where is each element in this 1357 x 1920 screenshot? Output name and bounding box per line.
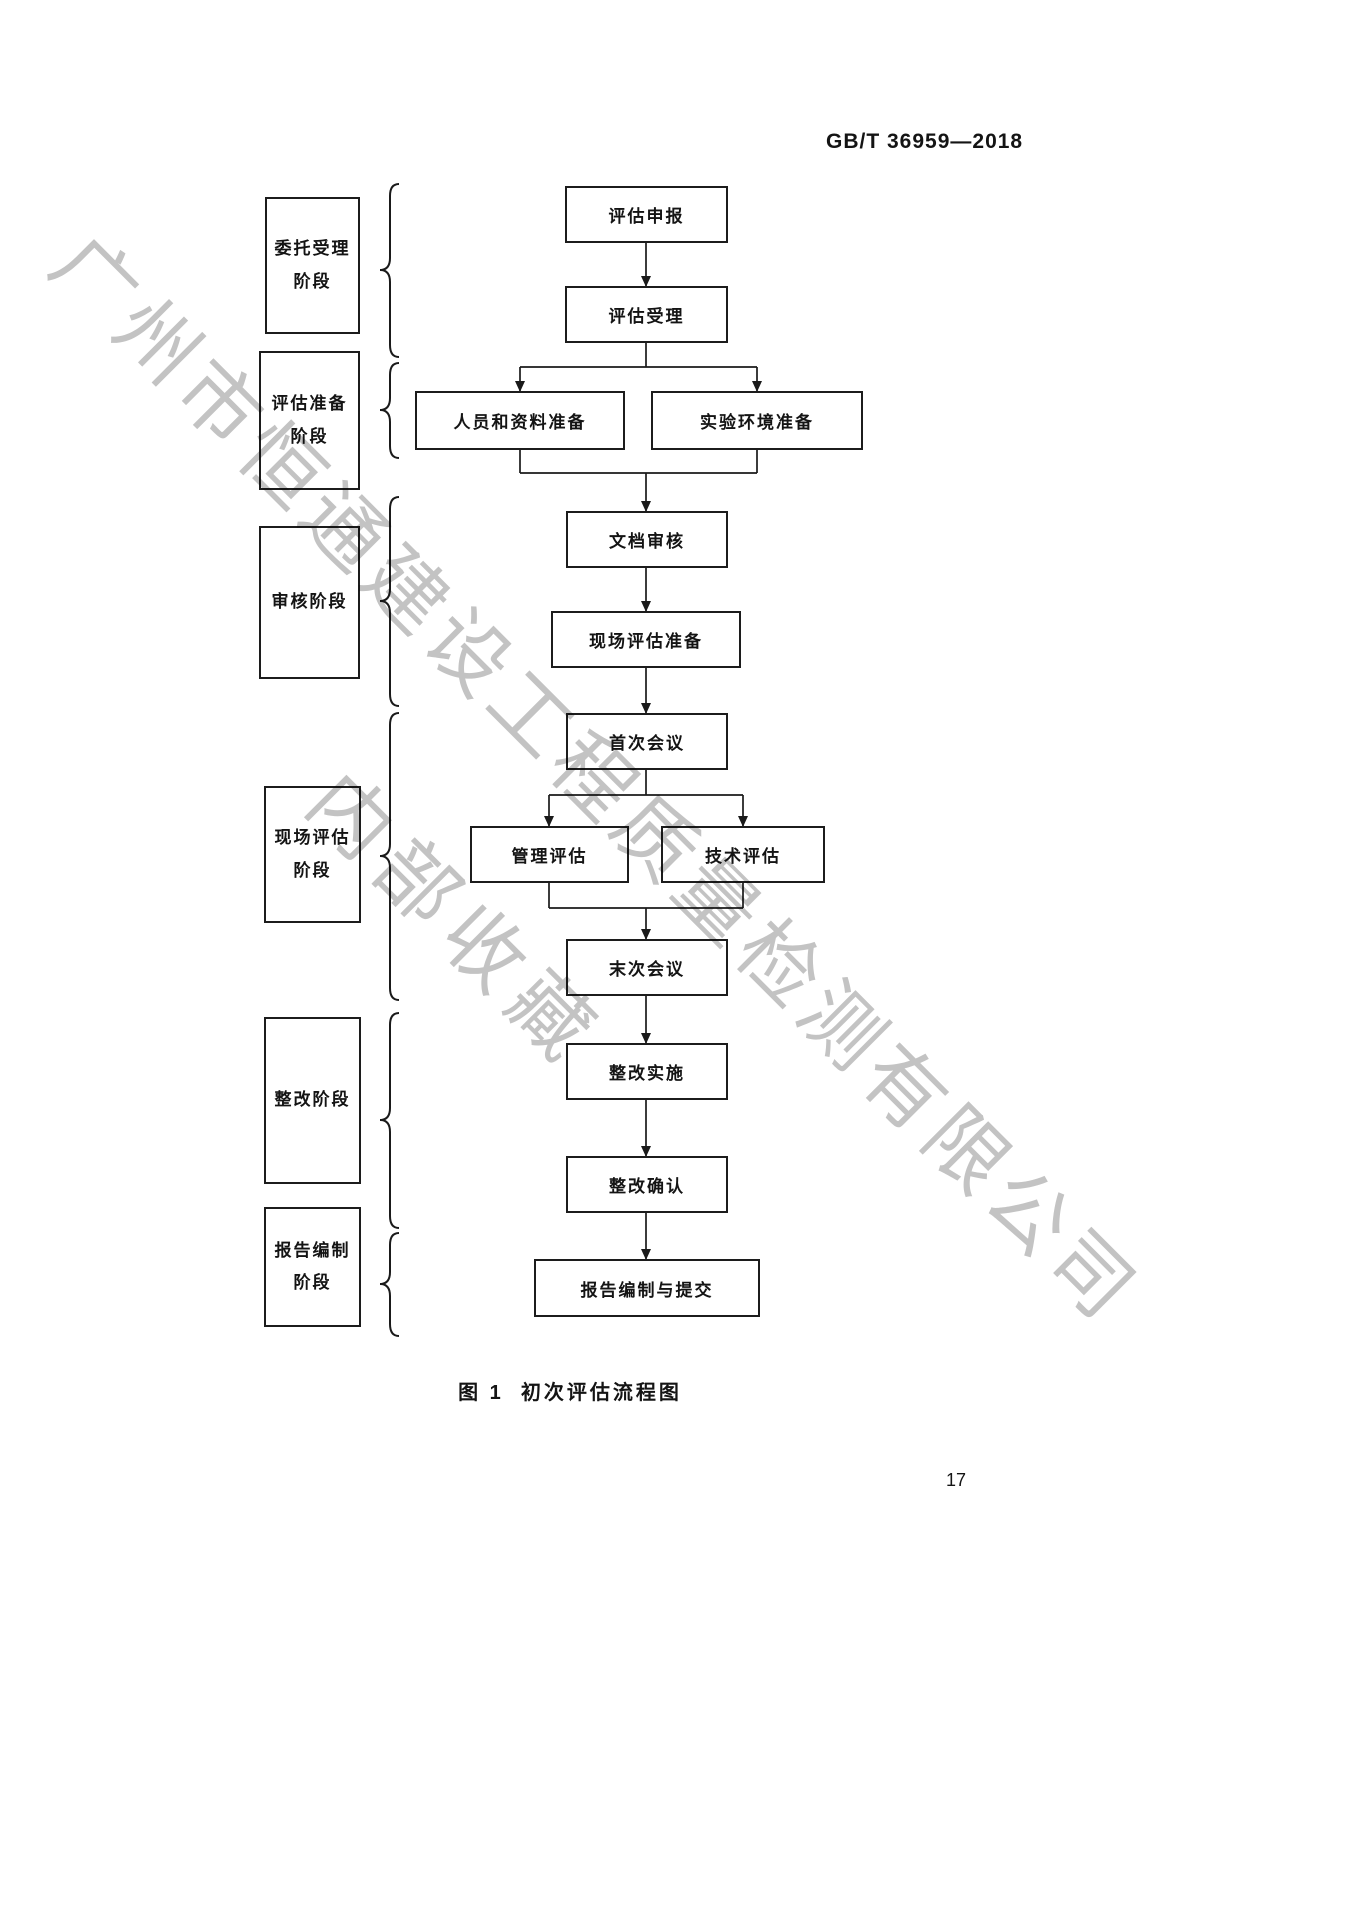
arrowheads (515, 276, 762, 1260)
stage-braces (379, 183, 400, 1337)
arrowhead (641, 703, 651, 714)
edge-assess-join-finalmeeting (548, 883, 744, 940)
stage-brace-commission-acceptance (379, 183, 400, 358)
flow-node-document-review: 文档审核 (566, 511, 728, 568)
stage-brace-report-compilation (379, 1232, 400, 1337)
stage-box-commission-acceptance: 委托受理 阶段 (265, 197, 360, 334)
figure-caption: 图 1 初次评估流程图 (458, 1382, 682, 1404)
flow-node-evaluation-application: 评估申报 (565, 186, 728, 243)
page-number: 17 (946, 1470, 967, 1490)
stage-box-review: 审核阶段 (259, 526, 360, 679)
flow-node-rectification-implementation: 整改实施 (566, 1043, 728, 1100)
standard-code: GB/T 36959—2018 (826, 130, 1024, 153)
stage-brace-assessment-preparation (379, 362, 400, 459)
edge-prep-join-docreview (519, 450, 758, 512)
arrowhead (641, 1146, 651, 1157)
flow-node-lab-environment-prep: 实验环境准备 (651, 391, 863, 450)
flow-node-report-compilation-submission: 报告编制与提交 (534, 1259, 760, 1317)
stage-brace-onsite-assessment (379, 712, 400, 1001)
arrowhead (641, 601, 651, 612)
arrowhead (752, 381, 762, 392)
connector-lines (519, 243, 758, 1260)
arrowhead (641, 1249, 651, 1260)
arrowhead (641, 276, 651, 287)
stage-box-assessment-preparation: 评估准备 阶段 (259, 351, 360, 490)
flow-node-personnel-materials-prep: 人员和资料准备 (415, 391, 625, 450)
flow-node-onsite-assessment-prep: 现场评估准备 (551, 611, 741, 668)
edge-firstmeeting-split (548, 770, 744, 827)
arrowhead (515, 381, 525, 392)
arrowhead (641, 929, 651, 940)
stage-brace-rectification (379, 1012, 400, 1229)
stage-box-report-compilation: 报告编制 阶段 (264, 1207, 361, 1327)
arrowhead (544, 816, 554, 827)
arrowhead (738, 816, 748, 827)
stage-brace-review (379, 496, 400, 707)
flow-node-final-meeting: 末次会议 (566, 939, 728, 996)
flow-node-management-assessment: 管理评估 (470, 826, 629, 883)
flow-node-first-meeting: 首次会议 (566, 713, 728, 770)
edge-acceptance-split (519, 343, 758, 392)
arrowhead (641, 1033, 651, 1044)
stage-box-onsite-assessment: 现场评估 阶段 (264, 786, 361, 923)
stage-box-rectification: 整改阶段 (264, 1017, 361, 1184)
arrowhead (641, 501, 651, 512)
flow-node-rectification-confirmation: 整改确认 (566, 1156, 728, 1213)
flow-node-technical-assessment: 技术评估 (661, 826, 825, 883)
flow-node-evaluation-acceptance: 评估受理 (565, 286, 728, 343)
